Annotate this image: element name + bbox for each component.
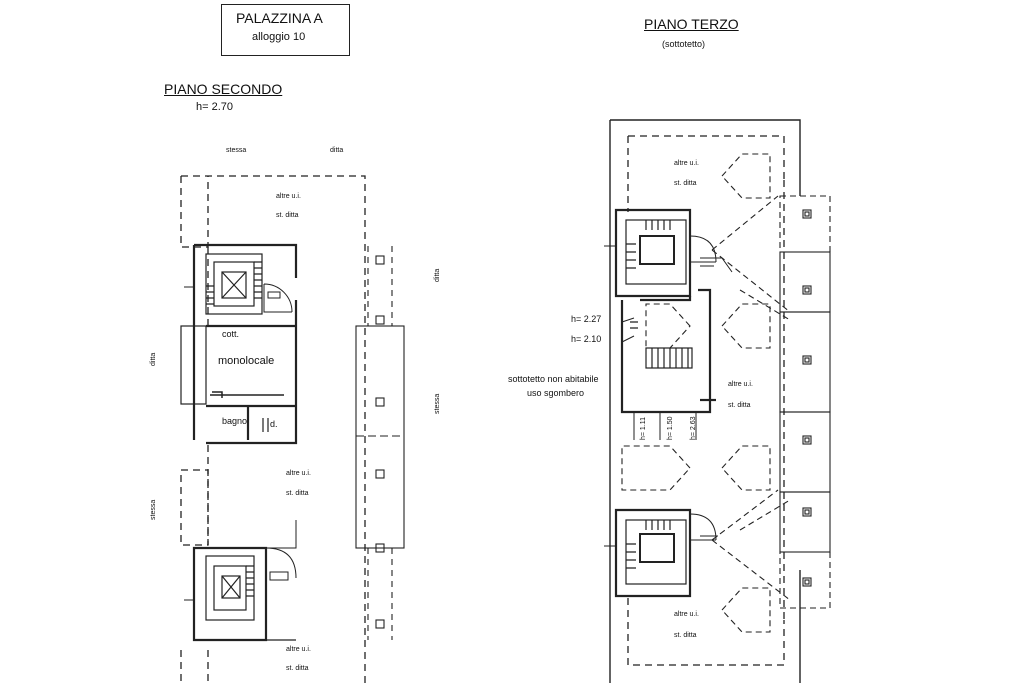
neighbor-top-right: ditta bbox=[330, 147, 344, 154]
f3-height-227: h= 2.27 bbox=[571, 314, 602, 324]
f3-owner-1: st. ditta bbox=[674, 180, 697, 187]
title-box bbox=[221, 4, 350, 56]
attic-note-2: uso sgombero bbox=[527, 388, 585, 398]
unit-label: alloggio 10 bbox=[252, 31, 306, 43]
attic-note-1: sottotetto non abitabile bbox=[508, 374, 599, 384]
f3-vheight-150: h= 1.50 bbox=[667, 416, 674, 440]
f3-height-210: h= 2.10 bbox=[571, 334, 602, 344]
neighbor-right-top: ditta bbox=[434, 268, 441, 282]
f3-others-2: altre u.i. bbox=[728, 381, 753, 388]
f3-vheight-111: h= 1.11 bbox=[640, 416, 647, 440]
f3-owner-2: st. ditta bbox=[728, 402, 751, 409]
room-d: d. bbox=[270, 419, 278, 429]
f2-owner-1: st. ditta bbox=[276, 212, 299, 219]
floor2-height: h= 2.70 bbox=[196, 101, 234, 113]
f2-others-1: altre u.i. bbox=[276, 193, 301, 200]
floor3-subtitle: (sottotetto) bbox=[662, 39, 706, 49]
floor3-stair-lower bbox=[604, 508, 718, 598]
floor3-title: PIANO TERZO bbox=[644, 16, 739, 32]
floor3-outline bbox=[609, 119, 801, 683]
floor2-unit-walls bbox=[192, 243, 298, 445]
f2-others-3: altre u.i. bbox=[286, 646, 311, 653]
f3-vheight-263: h= 2.63 bbox=[690, 416, 697, 440]
floor3-attic-walls bbox=[620, 288, 716, 414]
f2-owner-3: st. ditta bbox=[286, 665, 309, 672]
floor3-height-markers bbox=[621, 317, 697, 440]
f2-others-2: altre u.i. bbox=[286, 470, 311, 477]
neighbor-left-lower: stessa bbox=[150, 499, 157, 520]
floor3-dormer-arrows bbox=[621, 153, 791, 633]
floor3-attic-stair bbox=[630, 321, 693, 369]
floor2-stair-lower bbox=[192, 520, 297, 642]
room-bagno: bagno bbox=[222, 416, 248, 426]
building-title: PALAZZINA A bbox=[236, 10, 323, 26]
f2-owner-2: st. ditta bbox=[286, 490, 309, 497]
floor2-stair-upper bbox=[205, 253, 263, 315]
room-cott: cott. bbox=[222, 329, 240, 339]
neighbor-left: ditta bbox=[150, 352, 157, 366]
floor2-balcony bbox=[355, 246, 405, 640]
floor3-dormers bbox=[779, 195, 831, 609]
neighbor-top-left: stessa bbox=[226, 147, 247, 154]
room-monolocale: monolocale bbox=[218, 355, 275, 367]
floor2-outline bbox=[180, 175, 366, 683]
floor2-title: PIANO SECONDO bbox=[164, 81, 283, 97]
f3-others-1: altre u.i. bbox=[674, 160, 699, 167]
f3-others-3: altre u.i. bbox=[674, 611, 699, 618]
floor3-stair-upper bbox=[604, 208, 733, 298]
neighbor-right-mid: stessa bbox=[434, 393, 441, 414]
f3-owner-3: st. ditta bbox=[674, 632, 697, 639]
